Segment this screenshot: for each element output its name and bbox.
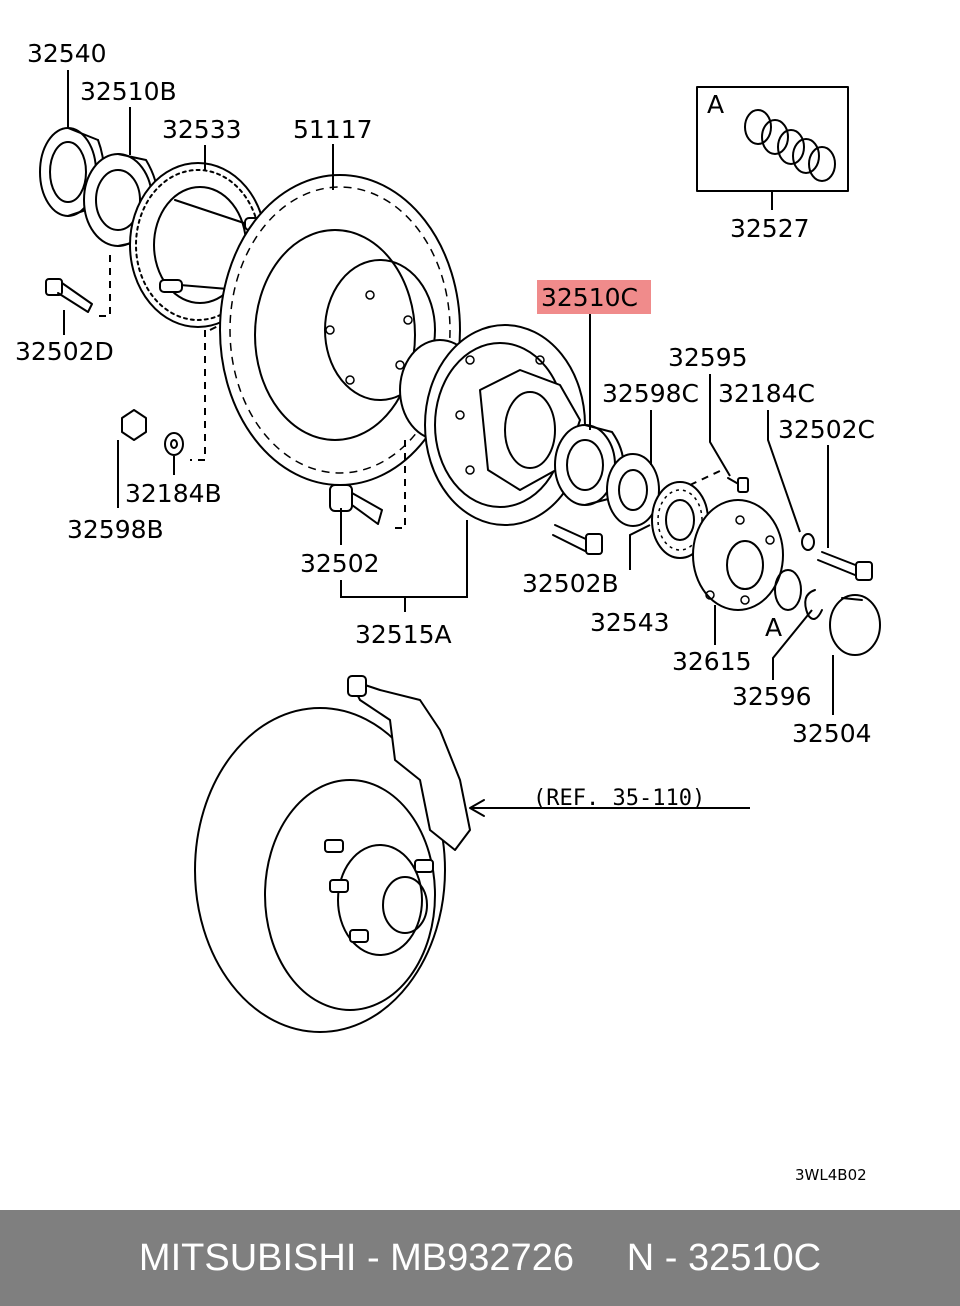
label-32184C: 32184C (718, 379, 815, 408)
label-32502D: 32502D (15, 337, 114, 366)
bolt-32502D (45, 278, 93, 313)
label-ref: (REF. 35-110) (533, 786, 705, 811)
label-51117: 51117 (293, 115, 373, 144)
label-32596: 32596 (732, 682, 812, 711)
label-32543: 32543 (590, 608, 670, 637)
leader-lines (63, 70, 834, 817)
detail-a-label: A (707, 90, 724, 119)
brake-disc-51117 (219, 174, 461, 486)
label-32527: 32527 (730, 214, 810, 243)
label-32510B: 32510B (80, 77, 177, 106)
flange-32615 (692, 499, 784, 611)
label-32504: 32504 (792, 719, 872, 748)
bolt-32502B (552, 524, 603, 555)
diagram-code: 3WL4B02 (795, 1166, 867, 1184)
label-32533: 32533 (162, 115, 242, 144)
footer-text: MITSUBISHI - MB932726 N - 32510C (138, 1236, 822, 1279)
snap-ring-32596 (774, 569, 823, 620)
nut-32598C (606, 453, 660, 527)
label-32598C: 32598C (602, 379, 699, 408)
parts-diagram: A (15, 39, 881, 1184)
alignment-lines (96, 255, 723, 529)
screw-32595 (727, 477, 749, 493)
label-32598B: 32598B (67, 515, 164, 544)
label-32502C: 32502C (778, 415, 875, 444)
washer-32184C (801, 533, 815, 551)
nut-32598B (121, 409, 147, 441)
label-32502: 32502 (300, 549, 380, 578)
highlight-32510C (537, 280, 651, 314)
detail-a-box: A (696, 86, 849, 192)
washer-32184B (164, 432, 184, 456)
label-32595: 32595 (668, 343, 748, 372)
bolt-32502C (817, 551, 873, 581)
label-32615: 32615 (672, 647, 752, 676)
marker-a: A (765, 613, 782, 642)
label-32510C: 32510C (541, 283, 638, 312)
label-32502B: 32502B (522, 569, 619, 598)
cap-32504 (829, 594, 881, 656)
stud-32502 (329, 484, 383, 525)
hub-32515A (399, 324, 586, 526)
label-32540: 32540 (27, 39, 107, 68)
caliper-assembly (194, 675, 471, 1033)
label-32184B: 32184B (125, 479, 222, 508)
footer-bar: MITSUBISHI - MB932726 N - 32510C (0, 1210, 960, 1306)
label-32515A: 32515A (355, 620, 452, 649)
